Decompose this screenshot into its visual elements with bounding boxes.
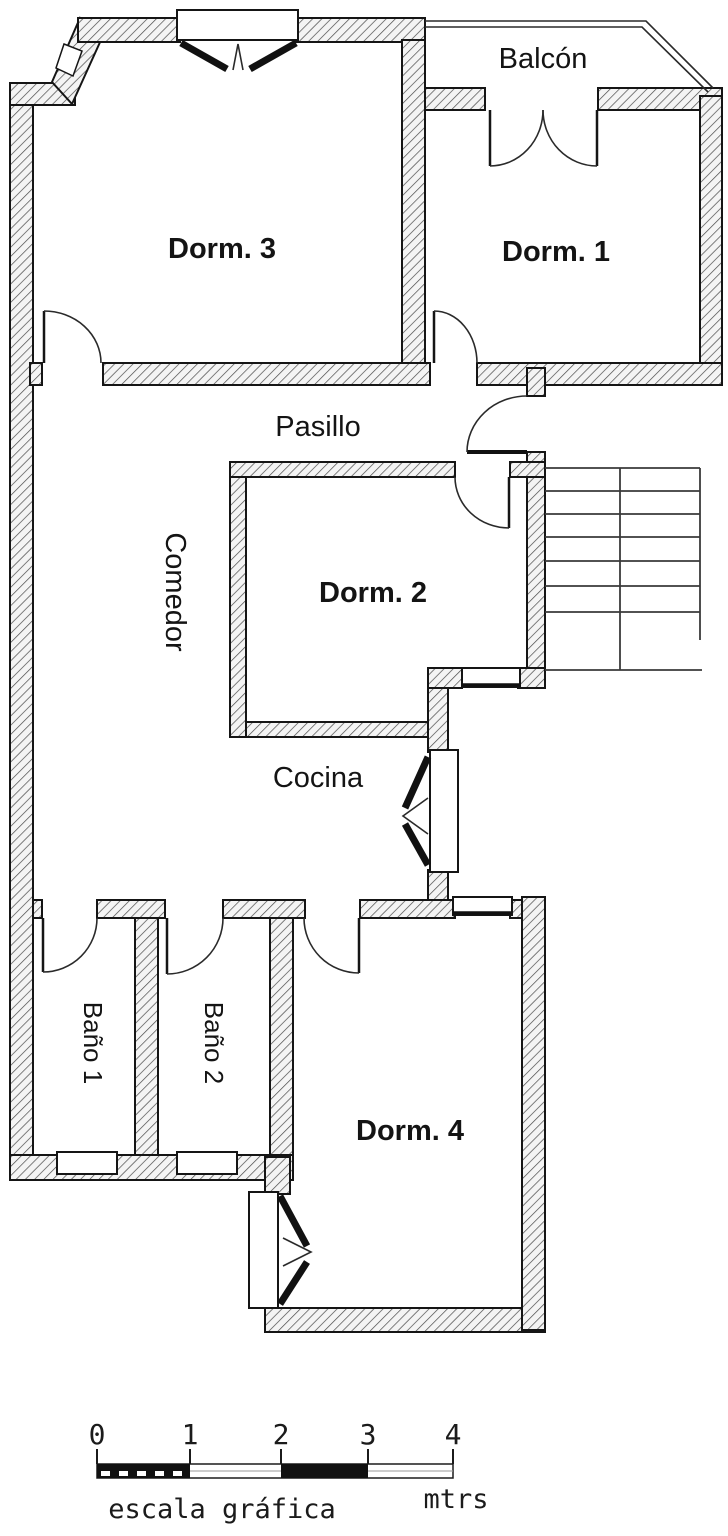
scale-bar: 0 1 2 3 4 escala gráfica mtrs: [89, 1418, 489, 1525]
balcony-railing: [425, 20, 714, 93]
label-balcon: Balcón: [499, 43, 588, 75]
dorm4-door-swing-arc: [303, 917, 360, 974]
dorm4-left-window-shutter-upper: [276, 1194, 311, 1248]
wall-dorm3-bottom: [102, 362, 431, 386]
scale-caption: escala gráfica: [108, 1494, 336, 1525]
bano1-door-swing-arc: [42, 917, 98, 973]
dorm2-south-window: [461, 667, 521, 688]
wall-hall-south-a: [96, 899, 166, 919]
dorm4-left-window: [248, 1191, 279, 1309]
label-cocina: Cocina: [273, 762, 364, 794]
cocina-window-shutter-lower: [401, 822, 432, 867]
label-dorm1: Dorm. 1: [502, 236, 610, 268]
dorm4-left-window-shutter-lower: [277, 1260, 310, 1306]
wall-bath-bottom-exterior: [9, 1154, 294, 1181]
cocina-window-leaf-cusp: [401, 797, 429, 835]
dorm1-door-swing-arc: [433, 310, 478, 364]
doors: [41, 109, 599, 975]
scale-units-label: mtrs: [423, 1484, 488, 1515]
wall-dorm3-dorm1-divider: [401, 39, 426, 366]
walls: [9, 16, 723, 1333]
wall-dorm1-top-left: [424, 87, 486, 111]
scale-dash: [119, 1471, 128, 1476]
wall-dorm4-bottom-exterior: [264, 1307, 546, 1333]
entry-door-swing-arc: [466, 395, 528, 453]
scale-tick-2: 2: [273, 1418, 290, 1451]
wall-dorm2-corner-ne: [509, 461, 546, 478]
windows: [56, 9, 521, 1309]
scale-tick-3: 3: [360, 1418, 377, 1451]
scale-dash: [137, 1471, 146, 1476]
cocina-window-shutter-upper: [401, 755, 432, 810]
dorm2-door-swing-arc: [454, 476, 510, 529]
room-labels: Balcón Dorm. 3 Dorm. 1 Pasillo Dorm. 2 C…: [78, 43, 610, 1147]
wall-left-exterior: [9, 82, 34, 1181]
scale-tick-1: 1: [182, 1418, 199, 1451]
balcony-french-door-right-arc: [542, 109, 598, 167]
balcony-french-door-left-arc: [489, 109, 544, 167]
wall-hall-south-stub: [32, 899, 43, 919]
balcony-railing-inner-line: [425, 26, 709, 93]
wall-dorm1-bottom: [476, 362, 723, 386]
bano2-window: [176, 1151, 238, 1175]
scale-tick-0: 0: [89, 1418, 106, 1451]
bano1-window: [56, 1151, 118, 1175]
wall-right-exterior: [699, 95, 723, 386]
balcony-railing-outer-line: [425, 20, 714, 89]
scale-dash: [173, 1471, 182, 1476]
bano2-door-swing-arc: [166, 917, 224, 975]
dorm3-window-shutter-right: [248, 39, 298, 73]
chamfer-window-opening: [55, 43, 83, 78]
wall-dorm4-left-stub: [264, 1156, 291, 1195]
dorm3-window-shutter-left: [179, 39, 229, 73]
wall-dorm3-top-right: [294, 17, 426, 43]
wall-dorm2-left: [229, 476, 247, 738]
wall-dorm2-bottom: [245, 721, 431, 738]
cocina-window: [429, 749, 459, 873]
scale-dash: [101, 1471, 110, 1476]
label-bano2: Baño 2: [199, 1002, 229, 1084]
label-dorm3: Dorm. 3: [168, 233, 276, 265]
wall-bano2-dorm4-divider: [269, 917, 294, 1158]
label-dorm4: Dorm. 4: [356, 1115, 464, 1147]
wall-dorm3-bottom-stub: [29, 362, 43, 386]
wall-dorm4-right-exterior: [521, 896, 546, 1331]
label-pasillo: Pasillo: [275, 411, 360, 443]
dorm4-left-window-leaf-cusp: [282, 1237, 313, 1267]
dorm3-window: [176, 9, 299, 41]
wall-bano1-bano2-divider: [134, 917, 159, 1158]
dorm3-window-leaf-cusp: [232, 43, 244, 71]
wall-dorm3-top-left: [77, 17, 181, 43]
scale-tick-4: 4: [445, 1418, 462, 1451]
label-bano1: Baño 1: [78, 1002, 108, 1084]
dorm3-door-swing-arc: [43, 310, 102, 364]
wall-dorm2-corner-se: [517, 667, 546, 689]
wall-entry-stub: [526, 367, 546, 397]
wall-hall-south-b: [222, 899, 306, 919]
stairs: [545, 467, 702, 671]
wall-dorm2-south-block: [427, 667, 463, 689]
label-comedor: Comedor: [159, 532, 191, 652]
wall-kitchen-east-upper: [427, 687, 449, 753]
wall-kitchen-east-lower: [427, 869, 449, 903]
wall-dorm2-top: [229, 461, 456, 478]
dorm4-top-window: [452, 896, 513, 916]
wall-hall-south-c: [359, 899, 456, 919]
label-dorm2: Dorm. 2: [319, 577, 427, 609]
scale-segment-solid: [281, 1464, 368, 1478]
wall-stairwell-dorm2: [526, 451, 546, 669]
scale-dash: [155, 1471, 164, 1476]
